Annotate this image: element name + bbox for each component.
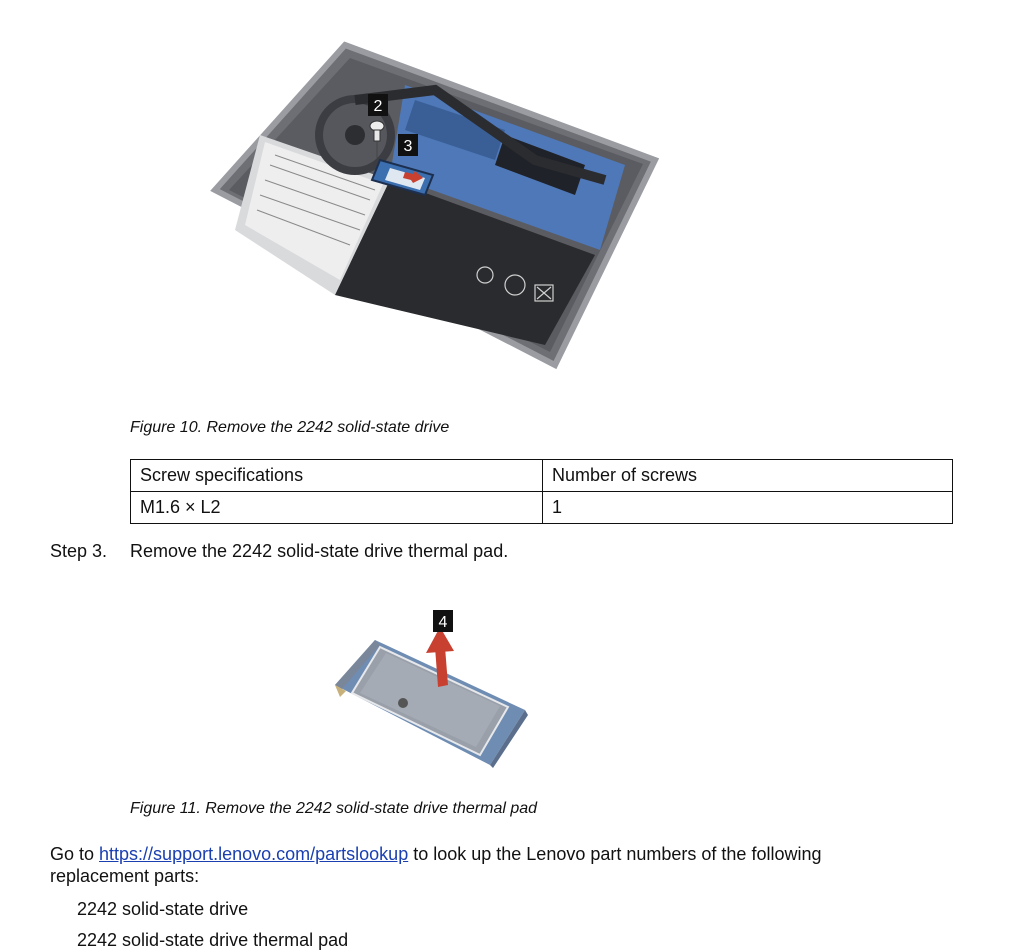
table-header: Number of screws	[542, 459, 953, 492]
callout-4: 4	[433, 610, 453, 632]
figure-10-caption: Figure 10. Remove the 2242 solid-state d…	[130, 419, 450, 436]
table-cell: 1	[542, 491, 953, 524]
table-header: Screw specifications	[130, 459, 543, 492]
svg-text:4: 4	[439, 614, 448, 631]
parts-lookup-paragraph: Go to https://support.lenovo.com/partslo…	[50, 843, 910, 887]
table-header-row: Screw specifications Number of screws	[130, 459, 953, 492]
callout-2: 2	[368, 94, 388, 116]
ssd-thermal-pad-illustration: 4	[335, 610, 528, 768]
parts-lookup-suffix: to look up the Lenovo part numbers of th…	[50, 844, 822, 886]
list-item: 2242 solid-state drive thermal pad	[77, 930, 349, 950]
screw-icon	[369, 120, 385, 158]
step-label: Step 3.	[50, 541, 108, 561]
screw-specifications-table: Screw specifications Number of screws M1…	[130, 459, 953, 524]
parts-lookup-prefix: Go to	[50, 844, 100, 864]
lift-arrow-icon	[426, 627, 454, 687]
table-cell: M1.6 × L2	[130, 491, 543, 524]
figure-11-caption: Figure 11. Remove the 2242 solid-state d…	[130, 800, 538, 817]
step-instruction: Remove the 2242 solid-state drive therma…	[130, 541, 509, 561]
list-item: 2242 solid-state drive	[77, 899, 249, 919]
parts-lookup-link[interactable]: https://support.lenovo.com/partslookup	[99, 844, 409, 864]
svg-text:3: 3	[404, 138, 413, 155]
callout-3: 3	[398, 134, 418, 156]
laptop-ssd-removal-illustration: 2 3	[210, 41, 660, 370]
table-row: M1.6 × L2 1	[130, 491, 953, 524]
svg-text:2: 2	[374, 98, 383, 115]
